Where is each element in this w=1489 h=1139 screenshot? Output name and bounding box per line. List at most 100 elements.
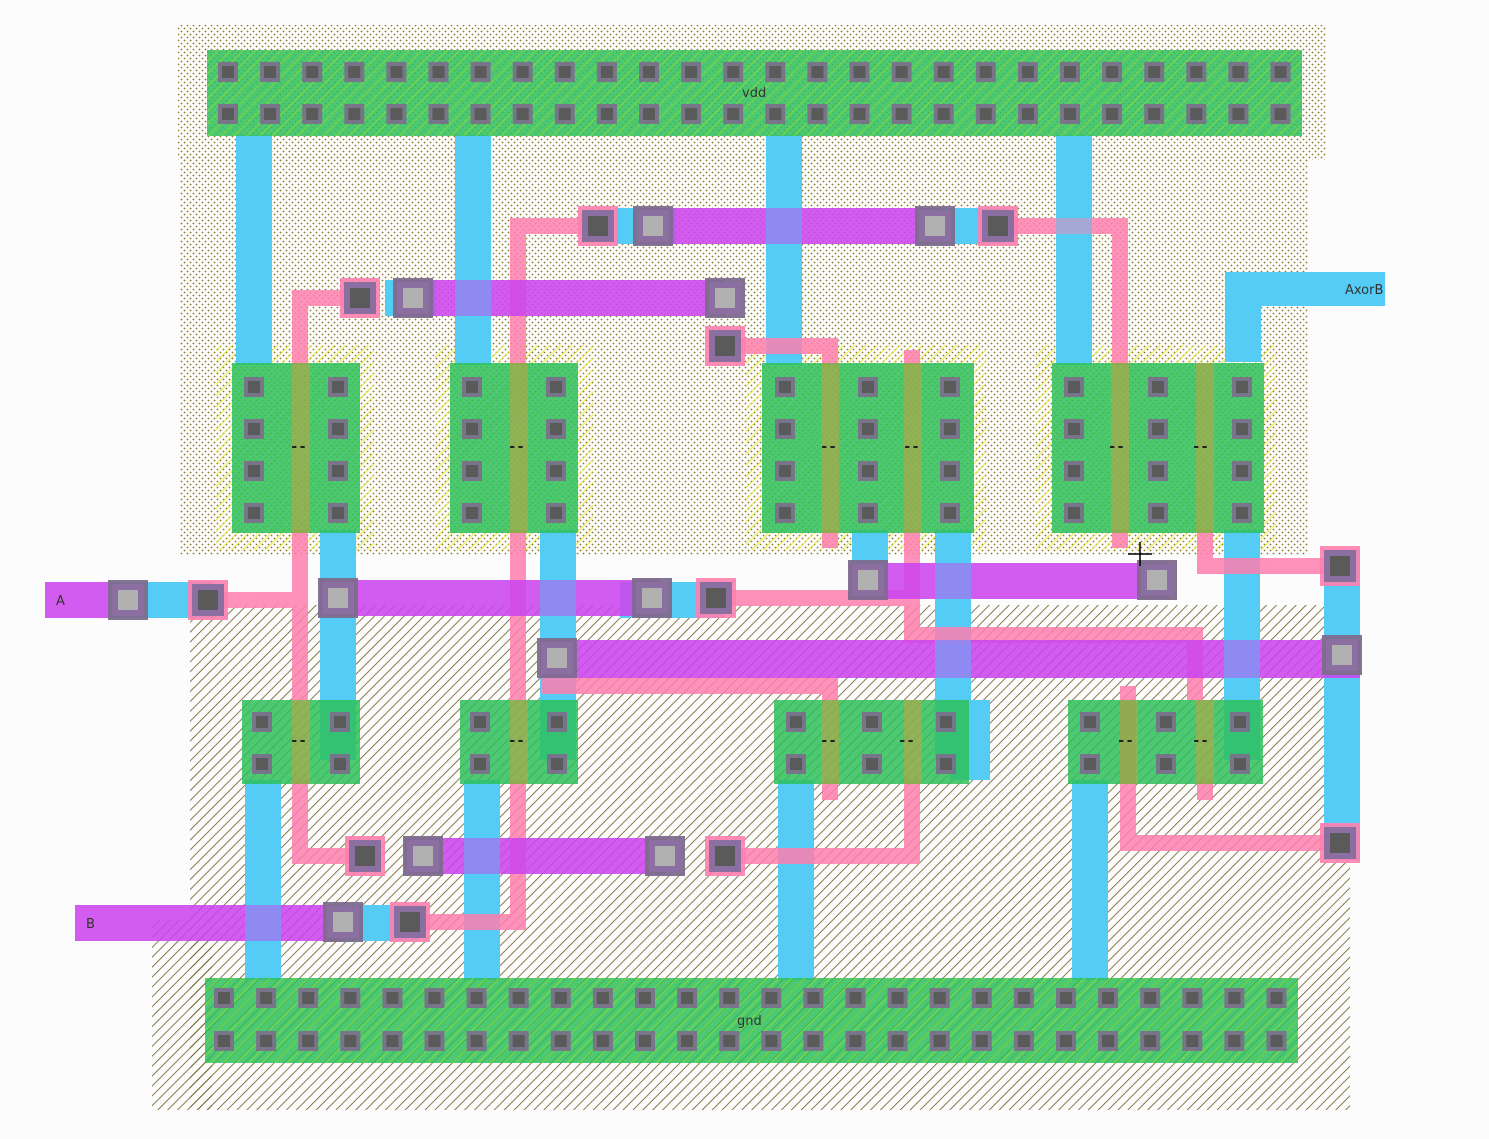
contact-cut xyxy=(1228,1035,1241,1047)
contact-cut xyxy=(516,108,529,120)
via-cut xyxy=(350,288,370,308)
mark: -- xyxy=(508,733,525,749)
crosshair-cursor-icon xyxy=(1128,542,1152,566)
contact-cut xyxy=(1068,465,1080,477)
contact-cut xyxy=(1228,992,1241,1004)
contact-cut xyxy=(1084,716,1096,728)
contact-cut xyxy=(979,108,992,120)
contact-cut xyxy=(386,1035,399,1047)
contact-cut xyxy=(596,992,609,1004)
contact-cut xyxy=(862,423,874,435)
contact-cut xyxy=(975,1035,988,1047)
contact-cut xyxy=(558,108,571,120)
contact-cut xyxy=(685,66,698,78)
via-cut xyxy=(643,216,663,236)
via-cut xyxy=(547,648,567,668)
contact-cut xyxy=(1068,381,1080,393)
contact-cut xyxy=(466,507,478,519)
via-cut xyxy=(588,216,608,236)
contact-cut xyxy=(596,1035,609,1047)
contact-cut xyxy=(1106,66,1119,78)
contact-cut xyxy=(643,66,655,78)
contact-cut xyxy=(600,66,613,78)
contact-cut xyxy=(849,1035,862,1047)
contact-cut xyxy=(516,66,529,78)
contact-cut xyxy=(348,66,361,78)
contact-cut xyxy=(811,108,824,120)
contact-cut xyxy=(1106,108,1119,120)
via-cut xyxy=(715,288,735,308)
mark: -- xyxy=(1117,733,1134,749)
contact-cut xyxy=(348,108,361,120)
mark: -- xyxy=(1108,439,1125,455)
via-cut xyxy=(655,846,675,866)
via-cut xyxy=(1332,645,1352,665)
contact-cut xyxy=(1017,1035,1030,1047)
contact-cut xyxy=(432,66,445,78)
contact-cut xyxy=(256,758,268,770)
contact-cut xyxy=(1186,992,1199,1004)
contact-cut xyxy=(1102,992,1115,1004)
contact-cut xyxy=(332,423,344,435)
contact-cut xyxy=(779,465,791,477)
contact-cut xyxy=(474,716,486,728)
via-cut xyxy=(1147,570,1167,590)
contact-cut xyxy=(466,381,478,393)
contact-cut xyxy=(1234,758,1246,770)
contact-cut xyxy=(474,66,487,78)
contact-cut xyxy=(1021,66,1034,78)
contact-cut xyxy=(222,66,234,78)
input-b-label: B xyxy=(86,917,95,932)
contact-cut xyxy=(1152,381,1164,393)
contact-cut xyxy=(1274,108,1287,120)
contact-cut xyxy=(306,108,319,120)
transistor-marks: -- -- -- -- -- -- -- -- -- -- -- -- xyxy=(290,439,1209,749)
contact-cut xyxy=(332,507,344,519)
contact-cut xyxy=(975,992,988,1004)
contact-cut xyxy=(1148,108,1161,120)
contact-cut xyxy=(1232,108,1245,120)
contact-cut xyxy=(1160,758,1172,770)
vdd-label: vdd xyxy=(742,86,766,101)
contact-cut xyxy=(811,66,824,78)
via-cut xyxy=(355,846,375,866)
contact-cut xyxy=(551,716,563,728)
mark: -- xyxy=(1192,733,1209,749)
contact-cut xyxy=(1152,423,1164,435)
mark: -- xyxy=(820,439,837,455)
via-cut xyxy=(715,336,735,356)
via-cut xyxy=(400,912,420,932)
via-cut xyxy=(1330,833,1350,853)
contact-cut xyxy=(723,992,736,1004)
contact-cut xyxy=(790,716,802,728)
contact-cut xyxy=(1060,1035,1072,1047)
contact-cut xyxy=(1236,423,1248,435)
contact-cut xyxy=(866,716,878,728)
via-cut xyxy=(925,216,945,236)
contact-cut xyxy=(862,465,874,477)
contact-cut xyxy=(1152,507,1164,519)
contact-cut xyxy=(332,465,344,477)
contact-cut xyxy=(979,66,992,78)
contact-cut xyxy=(248,465,260,477)
contact-cut xyxy=(853,108,866,120)
contact-cut xyxy=(1021,108,1034,120)
contact-cut xyxy=(1148,66,1161,78)
vias xyxy=(108,206,1362,942)
metal2-wires[interactable] xyxy=(45,208,1360,941)
contact-cut xyxy=(1064,66,1076,78)
via-cut xyxy=(858,570,878,590)
mark: -- xyxy=(820,733,837,749)
contact-cut xyxy=(474,758,486,770)
contact-cut xyxy=(334,758,346,770)
contact-cut xyxy=(891,1035,904,1047)
contact-cut xyxy=(512,1035,525,1047)
p-well-left xyxy=(152,920,212,1110)
contact-cut xyxy=(891,992,904,1004)
contact-cut xyxy=(723,1035,736,1047)
contact-cut xyxy=(862,381,874,393)
contact-cut xyxy=(1190,66,1203,78)
contact-cut xyxy=(470,1035,483,1047)
contact-cut xyxy=(474,108,487,120)
